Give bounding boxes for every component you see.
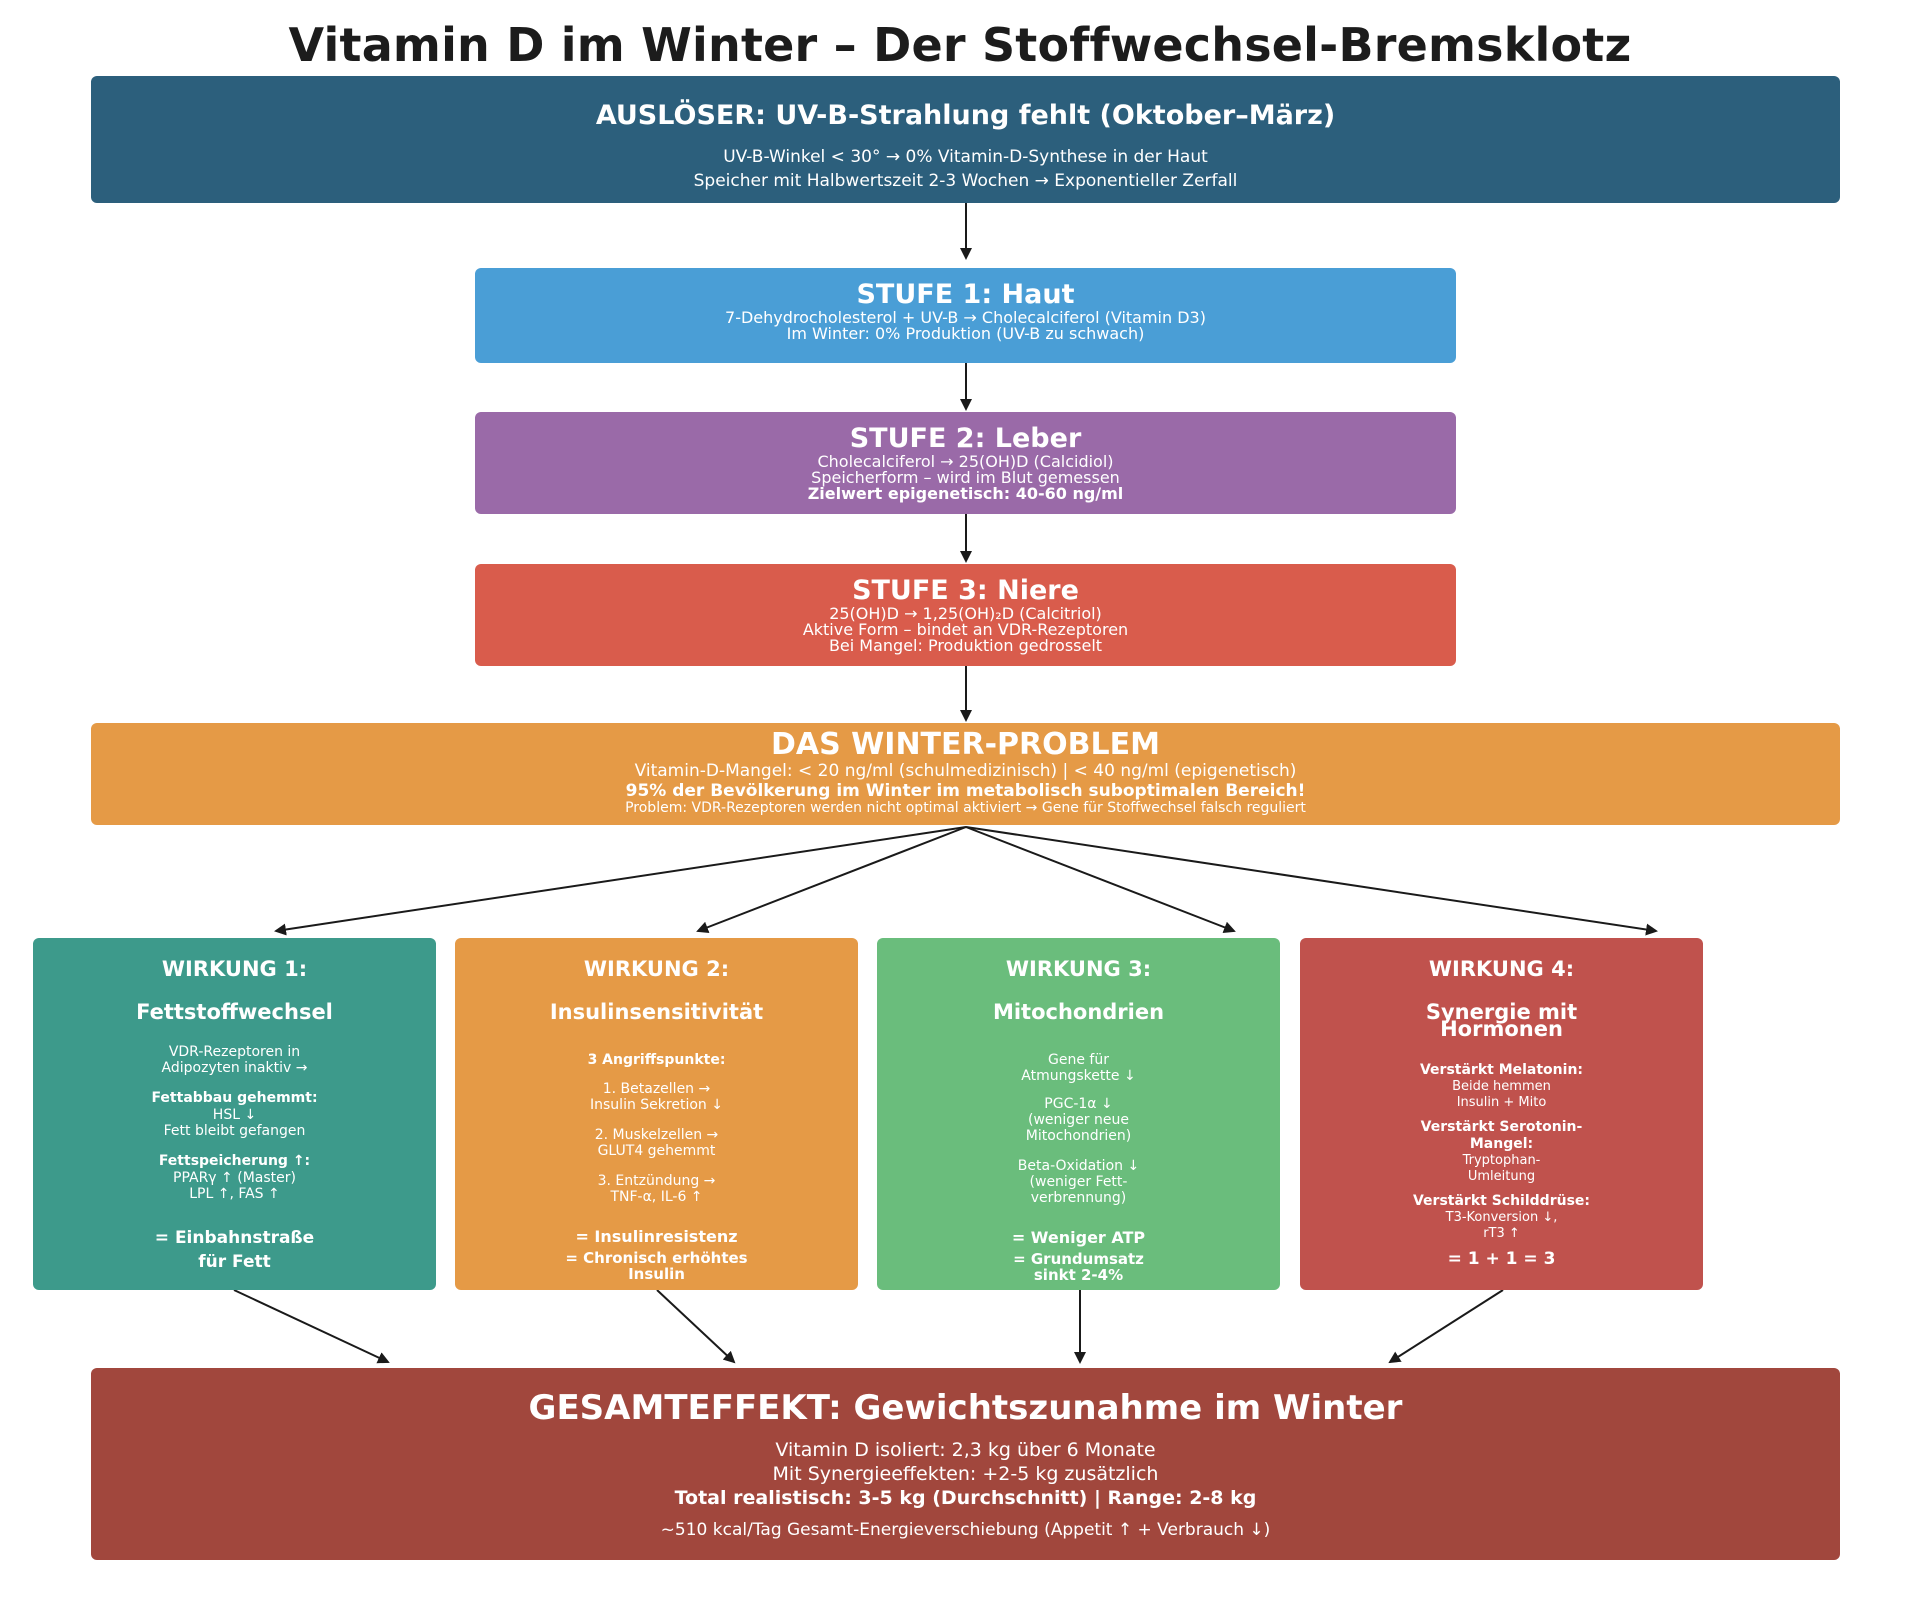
effect4-hormone-synergy-box: WIRKUNG 4: Synergie mit Hormonen Verstär…: [1300, 938, 1703, 1290]
stage2-line-1: Cholecalciferol → 25(OH)D (Calcidiol): [817, 452, 1114, 471]
arrow-problem-effect2: [696, 826, 967, 933]
stage1-line-2: Im Winter: 0% Produktion (UV-B zu schwac…: [786, 324, 1145, 343]
effect1-fat-metabolism-box: WIRKUNG 1: Fettstoffwechsel VDR-Rezeptor…: [33, 938, 436, 1290]
effect3-text-4: (weniger neue: [1028, 1112, 1129, 1128]
effect4-text-2: Insulin + Mito: [1456, 1095, 1547, 1110]
effect1-heading-1: WIRKUNG 1:: [161, 957, 308, 981]
effect2-subheading: 3 Angriffspunkte:: [587, 1052, 726, 1068]
effect4-heading-3: Hormonen: [1440, 1017, 1563, 1041]
total-line-1: Vitamin D isoliert: 2,3 kg über 6 Monate: [775, 1439, 1156, 1461]
stage1-heading: STUFE 1: Haut: [856, 279, 1075, 310]
effect2-text-6: TNF-α, IL-6 ↑: [610, 1189, 703, 1205]
effect4-text-1: Beide hemmen: [1452, 1079, 1551, 1094]
effect3-heading-1: WIRKUNG 3:: [1005, 957, 1152, 981]
arrow-problem-effect1: [274, 826, 967, 936]
effect3-text-6: Beta-Oxidation ↓: [1017, 1158, 1140, 1174]
stage1-skin-box: STUFE 1: Haut 7-Dehydrocholesterol + UV-…: [475, 268, 1456, 363]
trigger-heading: AUSLÖSER: UV-B-Strahlung fehlt (Oktober–…: [595, 100, 1336, 131]
effect2-heading-2: Insulinsensitivität: [549, 1000, 764, 1024]
stage2-line-3: Zielwert epigenetisch: 40-60 ng/ml: [807, 484, 1124, 503]
effect3-text-8: verbrennung): [1030, 1190, 1127, 1206]
effect1-text-5: PPARγ ↑ (Master): [173, 1170, 296, 1186]
effect1-subheading-2: Fettspeicherung ↑:: [158, 1153, 311, 1169]
trigger-line-1: UV-B-Winkel < 30° → 0% Vitamin-D-Synthes…: [723, 147, 1208, 167]
stage1-line-1: 7-Dehydrocholesterol + UV-B → Cholecalci…: [725, 308, 1206, 327]
effect4-text-4: Umleitung: [1467, 1169, 1536, 1184]
arrow-problem-effect4: [965, 826, 1658, 936]
effect2-result-3: Insulin: [628, 1265, 685, 1283]
effect4-text-5: T3-Konversion ↓,: [1445, 1210, 1558, 1225]
effect2-text-5: 3. Entzündung →: [597, 1173, 716, 1189]
effect2-heading-1: WIRKUNG 2:: [583, 957, 730, 981]
effect2-text-3: 2. Muskelzellen →: [594, 1127, 719, 1143]
stage2-liver-box: STUFE 2: Leber Cholecalciferol → 25(OH)D…: [475, 412, 1456, 514]
effect3-text-1: Gene für: [1048, 1052, 1109, 1068]
effect1-heading-2: Fettstoffwechsel: [136, 1000, 333, 1024]
total-line-2: Mit Synergieeffekten: +2-5 kg zusätzlich: [772, 1463, 1159, 1485]
stage2-heading: STUFE 2: Leber: [849, 423, 1082, 454]
effect4-subheading-2: Verstärkt Serotonin-: [1420, 1119, 1583, 1135]
effect1-text-6: LPL ↑, FAS ↑: [189, 1186, 280, 1202]
effect1-result-2: für Fett: [198, 1252, 271, 1272]
page-title: Vitamin D im Winter – Der Stoffwechsel-B…: [288, 18, 1632, 72]
effect3-text-5: Mitochondrien): [1025, 1128, 1132, 1144]
effect3-text-3: PGC-1α ↓: [1044, 1096, 1113, 1112]
effect3-mitochondria-box: WIRKUNG 3: Mitochondrien Gene für Atmung…: [877, 938, 1280, 1290]
stage3-heading: STUFE 3: Niere: [852, 575, 1079, 606]
effect3-text-7: (weniger Fett-: [1029, 1174, 1128, 1190]
effect1-result-1: = Einbahnstraße: [154, 1228, 315, 1248]
trigger-line-2: Speicher mit Halbwertszeit 2-3 Wochen → …: [693, 171, 1238, 191]
arrow-effect2-total: [656, 1289, 736, 1364]
effect1-text-1: VDR-Rezeptoren in: [168, 1044, 301, 1060]
effect1-text-2: Adipozyten inaktiv →: [161, 1060, 308, 1076]
effect4-heading-1: WIRKUNG 4:: [1428, 957, 1575, 981]
stage3-line-1: 25(OH)D → 1,25(OH)₂D (Calcitriol): [829, 604, 1102, 623]
effect2-insulin-box: WIRKUNG 2: Insulinsensitivität 3 Angriff…: [455, 938, 858, 1290]
effect2-text-4: GLUT4 gehemmt: [597, 1143, 716, 1159]
effect2-result-2: = Chronisch erhöhtes: [565, 1249, 748, 1267]
stage2-line-2: Speicherform – wird im Blut gemessen: [811, 468, 1120, 487]
effect4-subheading-1: Verstärkt Melatonin:: [1419, 1062, 1584, 1078]
effect2-text-2: Insulin Sekretion ↓: [590, 1097, 723, 1113]
effect4-heading-2: Synergie mit: [1425, 1000, 1578, 1024]
problem-line-2: 95% der Bevölkerung im Winter im metabol…: [625, 781, 1306, 801]
effect4-subheading-3: Mangel:: [1469, 1136, 1534, 1152]
total-effect-box: GESAMTEFFEKT: Gewichtszunahme im Winter …: [91, 1368, 1840, 1560]
arrow-problem-effect3: [965, 826, 1236, 933]
effect3-text-2: Atmungskette ↓: [1021, 1068, 1136, 1084]
arrow-effect1-total: [233, 1289, 390, 1364]
stage3-line-3: Bei Mangel: Produktion gedrosselt: [828, 636, 1103, 655]
total-line-3: Total realistisch: 3-5 kg (Durchschnitt)…: [674, 1487, 1257, 1509]
effect4-subheading-4: Verstärkt Schilddrüse:: [1412, 1193, 1590, 1209]
stage3-kidney-box: STUFE 3: Niere 25(OH)D → 1,25(OH)₂D (Cal…: [475, 564, 1456, 666]
effect3-heading-2: Mitochondrien: [992, 1000, 1165, 1024]
winter-problem-box: DAS WINTER-PROBLEM Vitamin-D-Mangel: < 2…: [91, 723, 1840, 825]
trigger-box: AUSLÖSER: UV-B-Strahlung fehlt (Oktober–…: [91, 76, 1840, 203]
effect3-result-2: = Grundumsatz: [1013, 1250, 1144, 1268]
effect4-text-6: rT3 ↑: [1483, 1226, 1520, 1241]
stage3-line-2: Aktive Form – bindet an VDR-Rezeptoren: [802, 620, 1129, 639]
problem-line-3: Problem: VDR-Rezeptoren werden nicht opt…: [625, 800, 1306, 816]
total-heading: GESAMTEFFEKT: Gewichtszunahme im Winter: [528, 1388, 1403, 1428]
effect1-text-4: Fett bleibt gefangen: [163, 1123, 306, 1139]
effect4-text-3: Tryptophan-: [1462, 1153, 1541, 1168]
effect2-text-1: 1. Betazellen →: [602, 1081, 711, 1097]
problem-line-1: Vitamin-D-Mangel: < 20 ng/ml (schulmediz…: [634, 761, 1297, 781]
problem-heading: DAS WINTER-PROBLEM: [771, 727, 1160, 762]
effect1-subheading-1: Fettabbau gehemmt:: [151, 1090, 318, 1106]
effect3-result-3: sinkt 2-4%: [1033, 1266, 1124, 1284]
arrow-effect4-total: [1388, 1289, 1504, 1364]
total-line-4: ~510 kcal/Tag Gesamt-Energieverschiebung…: [660, 1520, 1271, 1540]
effect3-result-1: = Weniger ATP: [1011, 1228, 1146, 1247]
effect1-text-3: HSL ↓: [212, 1107, 257, 1123]
effect4-result: = 1 + 1 = 3: [1447, 1249, 1556, 1269]
effect2-result-1: = Insulinresistenz: [575, 1227, 738, 1246]
